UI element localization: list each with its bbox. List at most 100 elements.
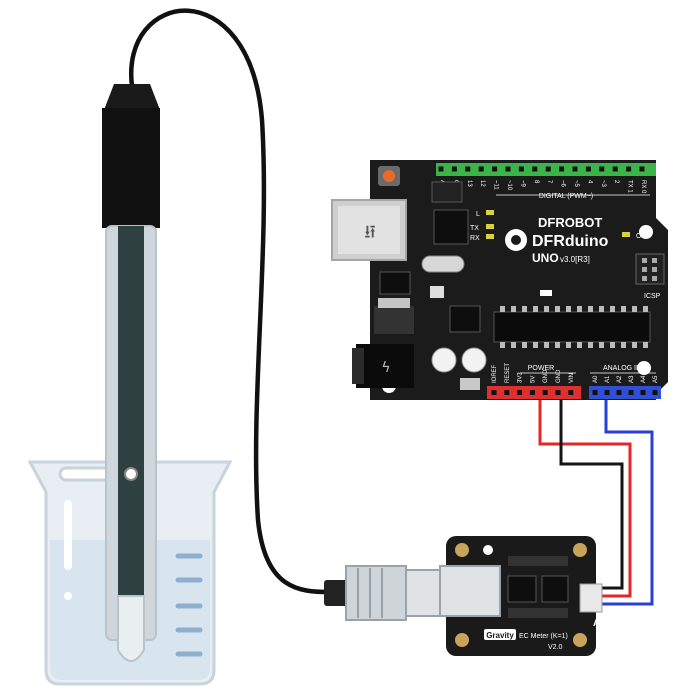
atmega-pin (588, 306, 593, 312)
wire-a1-blue (602, 396, 654, 606)
dc-power-jack-front (352, 348, 364, 384)
board-brand: DFROBOT (538, 215, 602, 230)
atmega-pin (500, 342, 505, 348)
power-header-label: POWER (528, 365, 554, 372)
digital-pin-hole (492, 166, 498, 172)
analog-pin-hole (604, 390, 610, 395)
module-brand-badge (484, 629, 516, 640)
icsp-pin (652, 267, 657, 272)
beaker-reflection-dot (64, 592, 72, 600)
atmega-pin (621, 342, 626, 348)
atmega-pin (588, 342, 593, 348)
lightning-icon: ϟ (381, 360, 390, 376)
rx-led (486, 234, 494, 239)
probe-cap (104, 84, 160, 110)
atmega-pin (599, 306, 604, 312)
atmega-pin (577, 306, 582, 312)
module-bnc-socket (439, 565, 501, 617)
digital-pin-label: 4 (586, 180, 592, 184)
fuse (430, 286, 444, 298)
atmega-pin (555, 342, 560, 348)
atmega-pin (555, 306, 560, 312)
reset-button-cap (383, 170, 395, 182)
module-chip (507, 575, 537, 603)
icsp-pin (642, 267, 647, 272)
board-model: DFRduino (532, 233, 609, 250)
atmega-pin (599, 342, 604, 348)
digital-pin-hole (559, 166, 565, 172)
atmega-pin (500, 306, 505, 312)
beaker-graduations (175, 553, 203, 657)
icsp-pin (642, 276, 647, 281)
analog-pin-label: A1 (605, 375, 611, 383)
digital-pin-label: 8 (533, 180, 539, 184)
dc-power-jack (356, 344, 414, 388)
capacitor (431, 347, 457, 373)
power-pin-label: IOREF (492, 364, 498, 383)
analog-pin-hole (628, 390, 634, 395)
digital-pin-label: 7 (546, 180, 552, 184)
atmega-pin (566, 306, 571, 312)
capacitor-base (460, 378, 480, 390)
digital-pin-label: 2 (613, 180, 619, 184)
digital-pin-label: 13 (466, 180, 472, 187)
digital-pin-label: ~9 (519, 180, 525, 188)
analog-pin-label: A4 (641, 375, 647, 383)
digital-pin-label: ~5 (573, 180, 579, 188)
atmega-pin (511, 306, 516, 312)
module-chip (541, 575, 569, 603)
bnc-body (345, 565, 407, 621)
board-version-prefix: UNO (532, 251, 559, 265)
module-brand: Gravity (486, 631, 514, 640)
analog-pin-hole (592, 390, 598, 395)
icsp-pin (652, 258, 657, 263)
power-pin-hole (542, 390, 548, 395)
rx-led-label: RX (470, 235, 480, 242)
analog-pin-hole (652, 390, 658, 395)
atmega-chip (493, 311, 651, 343)
atmega-pin (632, 306, 637, 312)
led-indicator (540, 290, 552, 296)
module-mount-hole (573, 543, 587, 557)
wire-5v-red (538, 396, 632, 598)
digital-pin-hole (518, 166, 524, 172)
capacitor (461, 347, 487, 373)
wire-gnd-black (559, 396, 624, 590)
atmega-pin (533, 306, 538, 312)
power-pin-hole (555, 390, 561, 395)
on-label: ON (636, 233, 647, 240)
digital-header-label: DIGITAL (PWM~) (539, 193, 593, 200)
analog-pin-label: A3 (629, 375, 635, 383)
atmega-pin (566, 342, 571, 348)
atmega-pin (533, 342, 538, 348)
module-component (508, 556, 568, 566)
bnc-boot (324, 580, 350, 606)
power-pin-hole (568, 390, 574, 395)
digital-pin-hole (626, 166, 632, 172)
usb-chip (433, 209, 469, 245)
digital-pin-hole (451, 166, 457, 172)
power-pin-label: GND (543, 369, 549, 383)
power-pin-hole (491, 390, 497, 395)
board-pcb (370, 160, 668, 400)
digital-pin-hole (505, 166, 511, 172)
ec-meter-module: A Gravity EC Meter (K=1) V2.0 (439, 536, 603, 656)
probe-cable (128, 8, 333, 595)
mount-hole (639, 225, 653, 239)
module-version: V2.0 (548, 644, 563, 651)
digital-pin-label: ~11 (493, 180, 499, 190)
power-pin-hole (517, 390, 523, 395)
digital-pin-label: ~3 (600, 180, 606, 188)
analog-pin-label: A5 (653, 375, 659, 383)
board-version: v3.0[R3] (560, 255, 590, 264)
module-mount-hole (455, 633, 469, 647)
atmega-pin (632, 342, 637, 348)
power-pin-label: VIN (569, 373, 575, 383)
l-led (486, 210, 494, 215)
analog-header (589, 386, 661, 399)
digital-pin-label: ~6 (560, 180, 566, 188)
digital-pin-hole (585, 166, 591, 172)
probe-clip (124, 467, 138, 481)
power-pin-label: 3V3 (518, 372, 524, 383)
